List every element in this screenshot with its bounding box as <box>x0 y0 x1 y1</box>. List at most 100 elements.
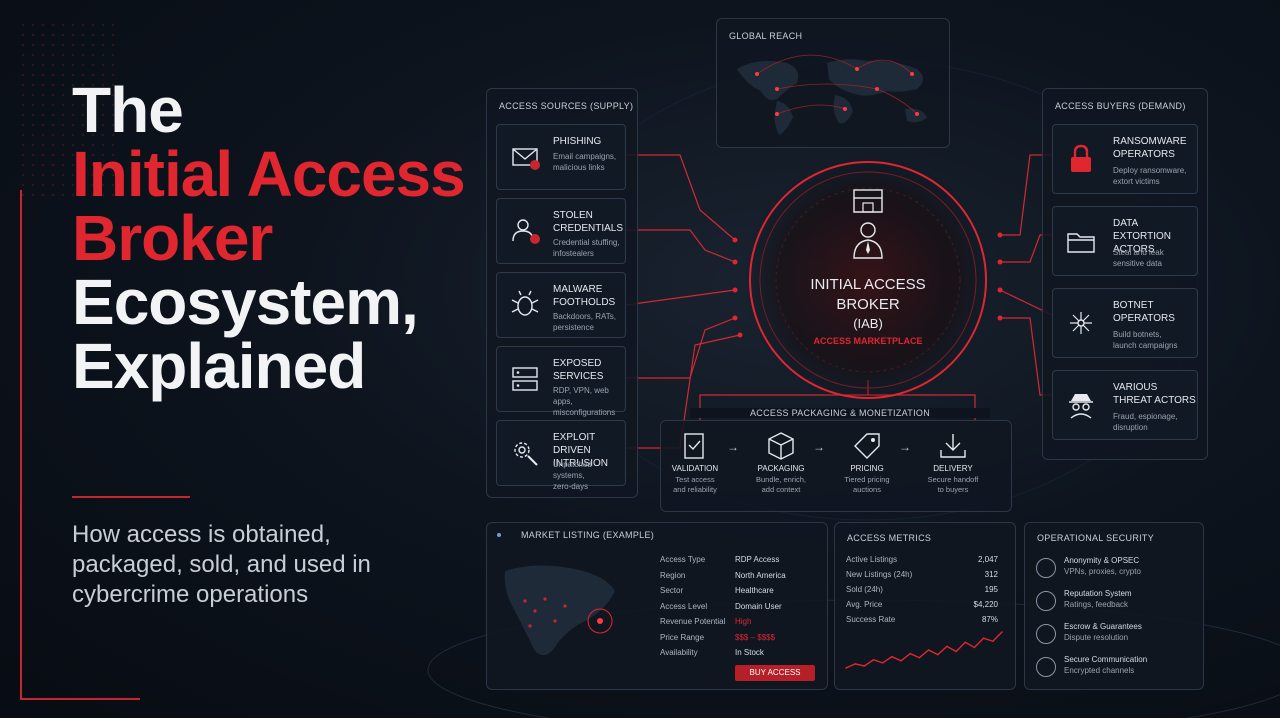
step-label: PACKAGING <box>757 464 805 473</box>
listing-dot-icon <box>497 533 501 537</box>
user-card-icon <box>509 215 541 247</box>
metric-value: 195 <box>984 585 998 594</box>
listing-value: North America <box>735 570 786 580</box>
arrow-right-icon: → <box>727 440 739 454</box>
metrics-point-14 <box>964 641 967 644</box>
buyer-title-line-1: BOTNET <box>1113 300 1154 311</box>
metrics-point-15 <box>973 646 976 649</box>
buyer-title-line-1: DATA EXTORTION <box>1113 218 1171 242</box>
source-desc-line-1: Backdoors, RATs, <box>553 312 616 321</box>
opsec-item-title: Reputation System <box>1064 589 1132 598</box>
lock-shield-icon <box>1036 657 1056 677</box>
source-title-line-2: CREDENTIALS <box>553 223 624 234</box>
global-reach-panel: GLOBAL REACH <box>716 18 950 148</box>
metric-key: Success Rate <box>846 615 896 624</box>
listing-key: Revenue Potential <box>660 617 726 626</box>
opsec-item-title: Secure Communication <box>1064 655 1148 664</box>
buyer-title-line-1: RANSOMWARE <box>1113 136 1187 147</box>
source-title-line-2: INTRUSION <box>553 458 608 469</box>
source-card-desc: Backdoors, RATs, persistence <box>553 311 616 333</box>
packaging-title: ACCESS PACKAGING & MONETIZATION <box>690 408 990 418</box>
step-desc-line-1: Bundle, enrich, <box>755 475 807 484</box>
opsec-item-desc: Encrypted channels <box>1064 666 1135 675</box>
metrics-line-chart <box>845 631 1003 669</box>
server-icon <box>509 363 541 395</box>
hub-line-3: (IAB) <box>853 316 883 331</box>
listing-key: Access Level <box>660 601 708 611</box>
region-map-icon <box>504 565 615 656</box>
listing-value: Healthcare <box>735 586 774 595</box>
listing-value: High <box>735 617 752 626</box>
dot-pattern <box>18 20 118 200</box>
source-title-line-2: FOOTHOLDS <box>553 297 616 308</box>
arrow-right-icon: → <box>813 440 825 454</box>
world-map-icon <box>737 54 927 135</box>
access-metrics-panel: ACCESS METRICS <box>834 522 1016 690</box>
metrics-point-11 <box>936 653 939 656</box>
page-title: The Initial Access Broker Ecosystem, Exp… <box>72 78 492 398</box>
shield-icon <box>1036 624 1056 644</box>
source-desc-line-2: persistence <box>553 323 594 332</box>
email-icon <box>509 141 541 173</box>
network-icon <box>1065 307 1097 339</box>
star-icon <box>1036 591 1056 611</box>
buyer-title-line-2: OPERATORS <box>1113 149 1175 160</box>
metrics-point-17 <box>992 640 994 643</box>
listing-key: Access Type <box>660 555 706 564</box>
opsec-title: OPERATIONAL SECURITY <box>1037 533 1155 543</box>
source-desc-line-1: Credential stuffing, <box>553 238 620 247</box>
source-desc-line-2: infostealers <box>553 249 594 258</box>
market-listing-title: MARKET LISTING (EXAMPLE) <box>521 530 655 540</box>
source-card-title: STOLEN CREDENTIALS <box>553 209 623 235</box>
title-line-5: Explained <box>72 330 366 402</box>
metric-value: 87% <box>981 615 998 624</box>
metric-key: Active Listings <box>846 555 898 564</box>
page-subtitle: How access is obtained, packaged, sold, … <box>72 521 371 608</box>
listing-value: $$$ – $$$$ <box>735 632 776 642</box>
step-label: PRICING <box>850 464 884 473</box>
metrics-point-2 <box>854 663 856 665</box>
title-separator <box>72 496 190 498</box>
opsec-item-title: Anonymity & OPSEC <box>1064 556 1140 565</box>
arrow-right-icon: → <box>899 440 911 454</box>
metrics-series-line <box>845 631 1003 669</box>
access-buyers-title: ACCESS BUYERS (DEMAND) <box>1055 101 1186 111</box>
source-title-line-1: STOLEN <box>553 210 593 221</box>
listing-key: Price Range <box>660 632 705 642</box>
source-card-title: PHISHING <box>553 135 601 148</box>
step-desc-line-1: Tiered pricing <box>844 475 890 484</box>
listing-value: Domain User <box>735 601 782 611</box>
source-card-2[interactable]: STOLEN CREDENTIALS Credential stuffing, inf… <box>496 198 626 264</box>
title-line-4: Ecosystem, <box>72 266 419 338</box>
metric-value: $4,220 <box>973 600 998 609</box>
source-card-desc: Unpatched systems,zero-days <box>553 459 625 492</box>
metrics-point-16 <box>982 637 985 639</box>
source-card-title: EXPOSED SERVICES <box>553 357 603 383</box>
buy-access-button[interactable]: BUY ACCESS <box>735 665 815 681</box>
source-title-line-1: EXPOSED <box>553 358 602 369</box>
source-title-line-2: SERVICES <box>553 371 604 382</box>
buyer-desc-line-1: Steal and leak <box>1113 248 1164 257</box>
step-label: VALIDATION <box>671 464 719 473</box>
metrics-point-10 <box>927 649 930 651</box>
buyer-title-line-1: VARIOUS <box>1113 382 1158 393</box>
listing-key: Sector <box>660 586 684 595</box>
listing-value: RDP Access <box>735 555 780 564</box>
metrics-point-6 <box>891 655 893 658</box>
metric-value: 2,047 <box>977 555 998 564</box>
source-card-desc: Credential stuffing, infostealers <box>553 237 620 259</box>
step-desc-line-1: Test access <box>675 475 715 484</box>
